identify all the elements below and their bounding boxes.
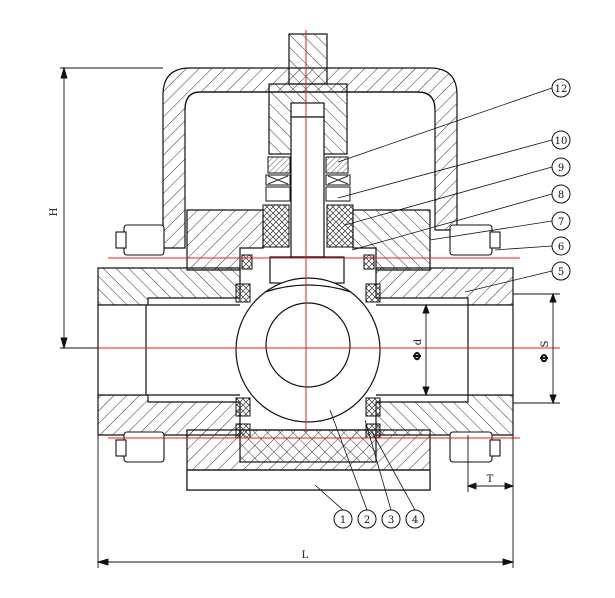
part-balloon-7: 7 xyxy=(551,211,571,231)
part-balloon-8: 8 xyxy=(551,184,571,204)
bolts xyxy=(115,224,501,463)
part-balloon-1: 1 xyxy=(333,509,353,529)
dim-t-label: T xyxy=(487,474,494,485)
part-label-2: 2 xyxy=(364,515,370,526)
dim-l-label: L xyxy=(302,550,309,561)
part-label-3: 3 xyxy=(388,515,394,526)
part-label-1: 1 xyxy=(340,515,346,526)
part-label-6: 6 xyxy=(558,242,564,253)
dim-d-phi: Φ xyxy=(411,351,424,360)
part-balloon-6: 6 xyxy=(551,236,571,256)
gland-packing xyxy=(262,156,354,248)
part-label-7: 7 xyxy=(558,217,564,228)
dim-h-label: H xyxy=(49,207,60,216)
seats xyxy=(235,254,381,439)
part-balloon-3: 3 xyxy=(381,509,401,529)
part-balloon-10: 10 xyxy=(551,130,571,150)
part-label-4: 4 xyxy=(412,515,418,526)
dim-d-label: d xyxy=(413,338,424,345)
dim-s-phi: Φ xyxy=(538,353,551,362)
part-balloon-5: 5 xyxy=(551,261,571,281)
part-label-9: 9 xyxy=(558,163,564,174)
dim-s-label: S xyxy=(540,340,551,347)
part-balloon-2: 2 xyxy=(357,509,377,529)
part-balloon-4: 4 xyxy=(405,509,425,529)
dimension-lines xyxy=(60,66,560,568)
bonnet xyxy=(186,209,431,271)
part-balloon-9: 9 xyxy=(551,157,571,177)
part-balloon-12: 12 xyxy=(551,78,571,98)
leader-lines xyxy=(314,87,553,511)
part-label-12: 12 xyxy=(555,84,568,95)
ball xyxy=(235,277,381,423)
part-label-5: 5 xyxy=(558,267,564,278)
valve-body xyxy=(97,267,514,491)
part-label-10: 10 xyxy=(555,136,568,147)
centerlines xyxy=(60,30,560,439)
part-label-8: 8 xyxy=(558,190,564,201)
